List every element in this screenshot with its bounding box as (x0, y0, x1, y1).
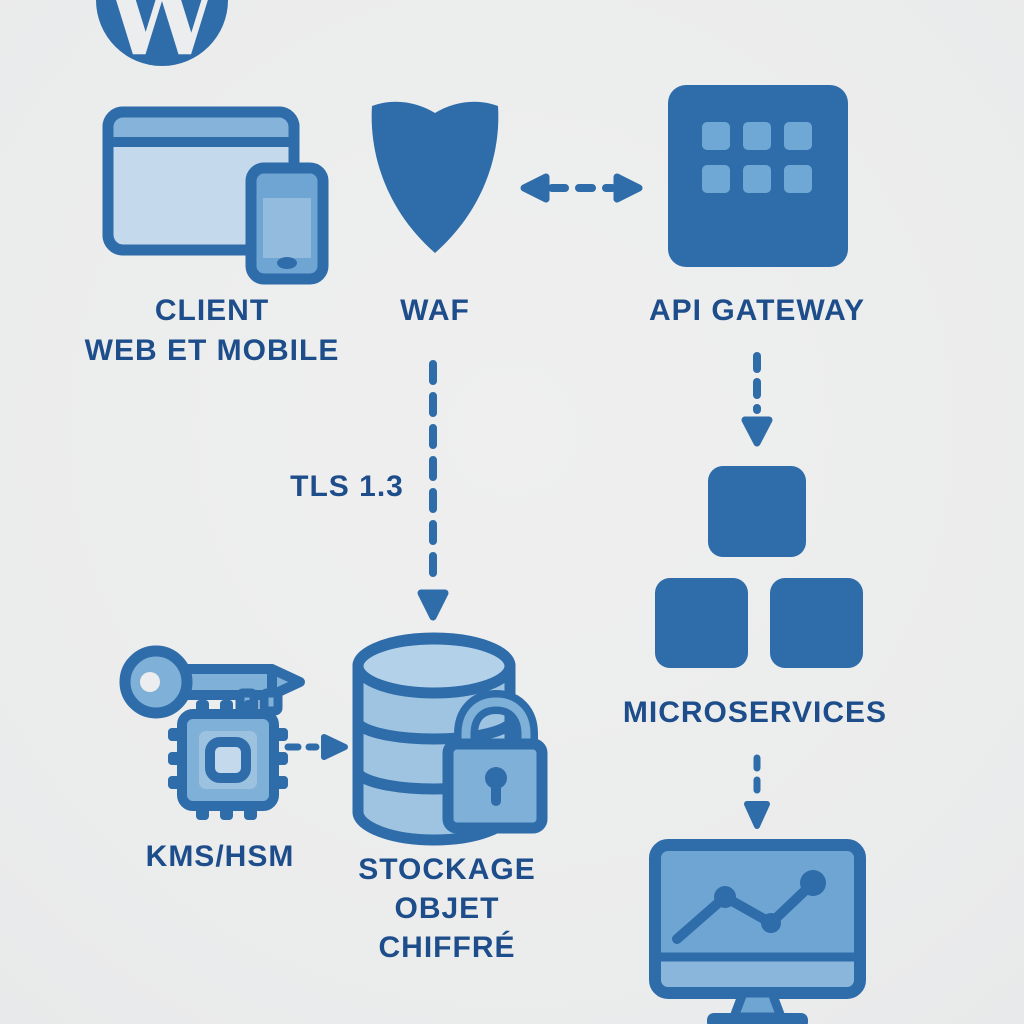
edge-api-gateway-microservices (741, 352, 773, 447)
app-grid-icon (668, 85, 848, 267)
tls-edge-label: TLS 1.3 (290, 470, 404, 503)
three-blocks-icon (655, 466, 863, 668)
api-gateway-label: API GATEWAY (648, 294, 866, 327)
logo-letter: W (105, 0, 220, 78)
edge-waf-api-gateway (520, 173, 643, 203)
waf-label: WAF (400, 294, 470, 327)
kms-hsm-label: KMS/HSM (145, 840, 295, 873)
key-and-chip-icon (119, 645, 305, 820)
edge-waf-storage-tls (417, 360, 449, 621)
microservices-label: MICROSERVICES (622, 696, 888, 729)
monitor-chart-icon (649, 839, 866, 1024)
database-lock-icon (352, 632, 548, 846)
edge-microservices-monitoring (744, 754, 770, 829)
edge-kms-storage (284, 734, 348, 760)
shield-icon (371, 101, 499, 253)
wordpress-w-logo: W (96, 0, 228, 78)
client-label: CLIENT WEB ET MOBILE (84, 294, 340, 367)
storage-label: STOCKAGE OBJET CHIFFRÉ (358, 853, 536, 964)
browser-and-phone-icon (102, 106, 329, 285)
